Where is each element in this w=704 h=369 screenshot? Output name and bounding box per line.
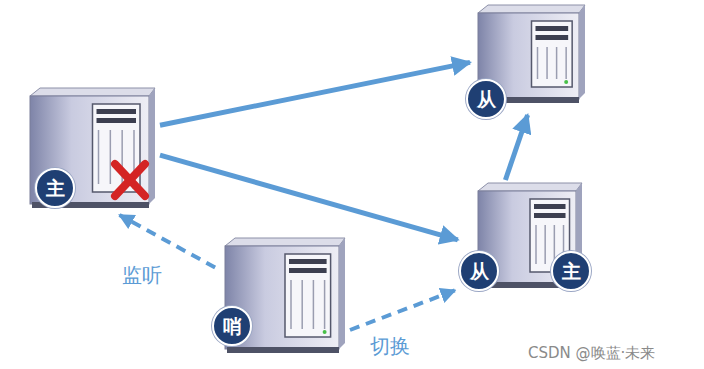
edge-label: 切换 (368, 333, 412, 360)
server-node: 从 (460, 3, 590, 115)
dashed-arrow (120, 215, 216, 268)
role-badge: 哨 (212, 306, 252, 346)
replication-arrow (505, 115, 527, 180)
watermark: CSDN @唤蓝·未来 (528, 344, 655, 363)
server-node: 主 (25, 85, 160, 215)
edge-label: 监听 (120, 262, 164, 289)
server-node: 哨 (208, 235, 350, 360)
dashed-arrow (350, 290, 455, 330)
replication-arrow (160, 155, 458, 240)
server-node: 从主 (455, 180, 595, 295)
role-badge: 从 (459, 251, 499, 291)
replication-arrow (160, 62, 470, 125)
role-badge: 主 (35, 168, 75, 208)
role-badge: 从 (466, 79, 506, 119)
role-badge: 主 (551, 251, 591, 291)
